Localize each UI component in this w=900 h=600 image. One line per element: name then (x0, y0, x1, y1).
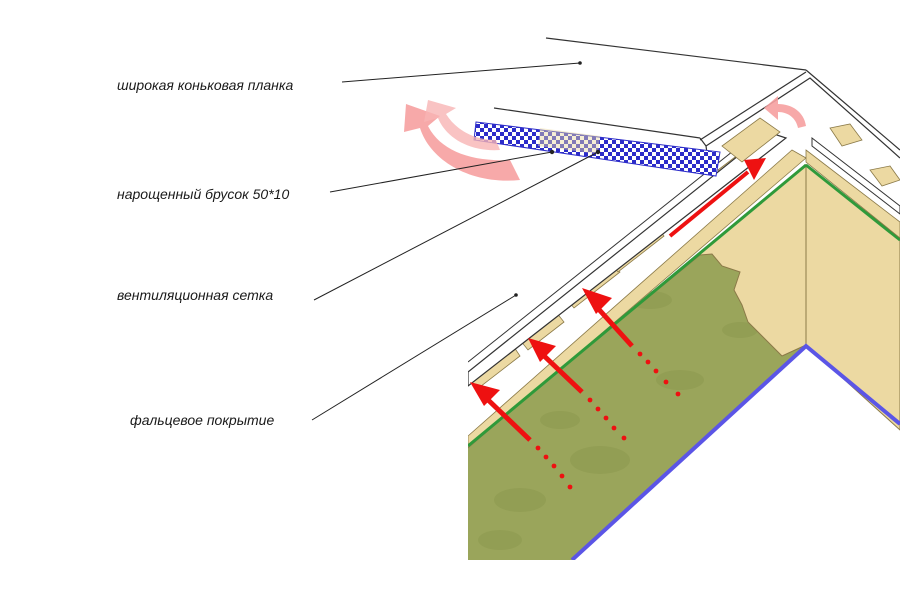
curved-exhaust-arrow-icon (424, 100, 500, 151)
membrane-right (805, 163, 900, 242)
seam-roofing-sheet-right (811, 136, 900, 215)
counter-batten-right (805, 149, 900, 239)
seam-roofing-sheet-left (468, 131, 788, 387)
label-extension-bar: нарощенный брусок 50*10 (117, 186, 290, 202)
ridge-bar-block (721, 117, 781, 163)
red-arrow-icon (470, 382, 532, 442)
label-ventilation-mesh: вентиляционная сетка (117, 287, 274, 303)
curved-exhaust-arrow-icon (764, 96, 806, 128)
airflow-dots (535, 351, 681, 490)
extension-bar-50x10 (538, 128, 600, 154)
red-arrow-icon (668, 158, 766, 238)
leader-dots (514, 61, 601, 297)
lathing-blocks-right (829, 123, 900, 187)
ventilation-mesh-strip (473, 121, 721, 177)
airflow-arrows (470, 158, 766, 490)
leader-lines (311, 62, 599, 421)
wide-ridge-strip (493, 37, 900, 161)
membrane-left (468, 163, 807, 448)
red-arrow-icon (582, 288, 634, 348)
insulation-texture (478, 291, 758, 550)
vapor-barrier (570, 343, 900, 560)
roof-cutaway (468, 117, 900, 560)
red-arrow-icon (528, 338, 584, 394)
rafter-right (805, 163, 900, 431)
label-wide-ridge-strip: широкая коньковая планка (117, 77, 294, 93)
curved-exhaust-arrow-icon (404, 104, 520, 181)
label-seam-roofing: фальцевое покрытие (130, 412, 275, 428)
